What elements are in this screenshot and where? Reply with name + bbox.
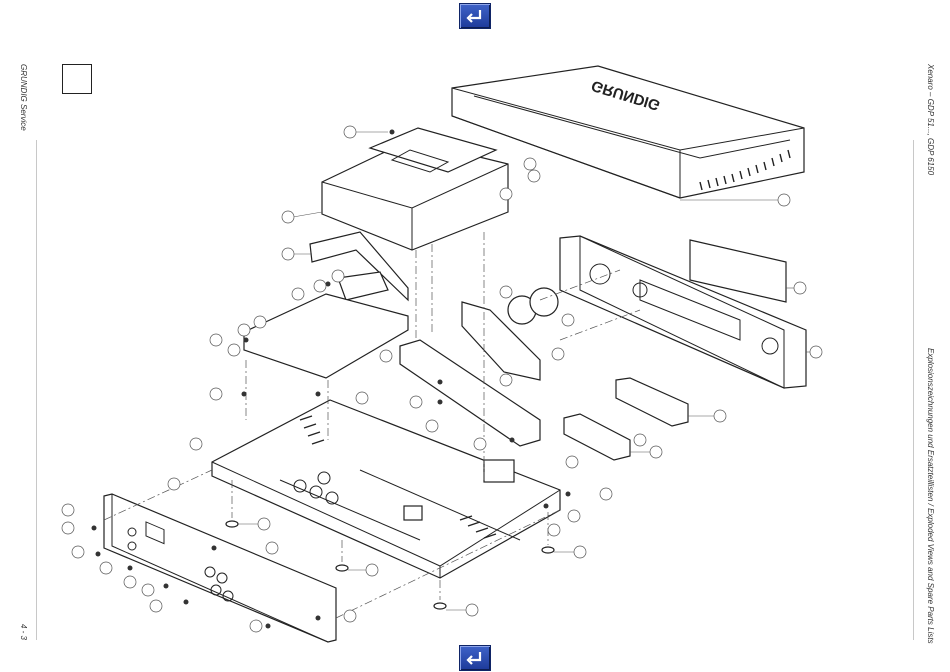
knob [530, 288, 558, 316]
foot [336, 565, 348, 571]
control-board [616, 378, 688, 426]
main-pcb [244, 294, 408, 378]
foot [434, 603, 446, 609]
panel-strip [564, 414, 630, 460]
disc-drive [322, 128, 508, 250]
ribbon-cable [338, 272, 388, 300]
foot [226, 521, 238, 527]
foot [542, 547, 554, 553]
